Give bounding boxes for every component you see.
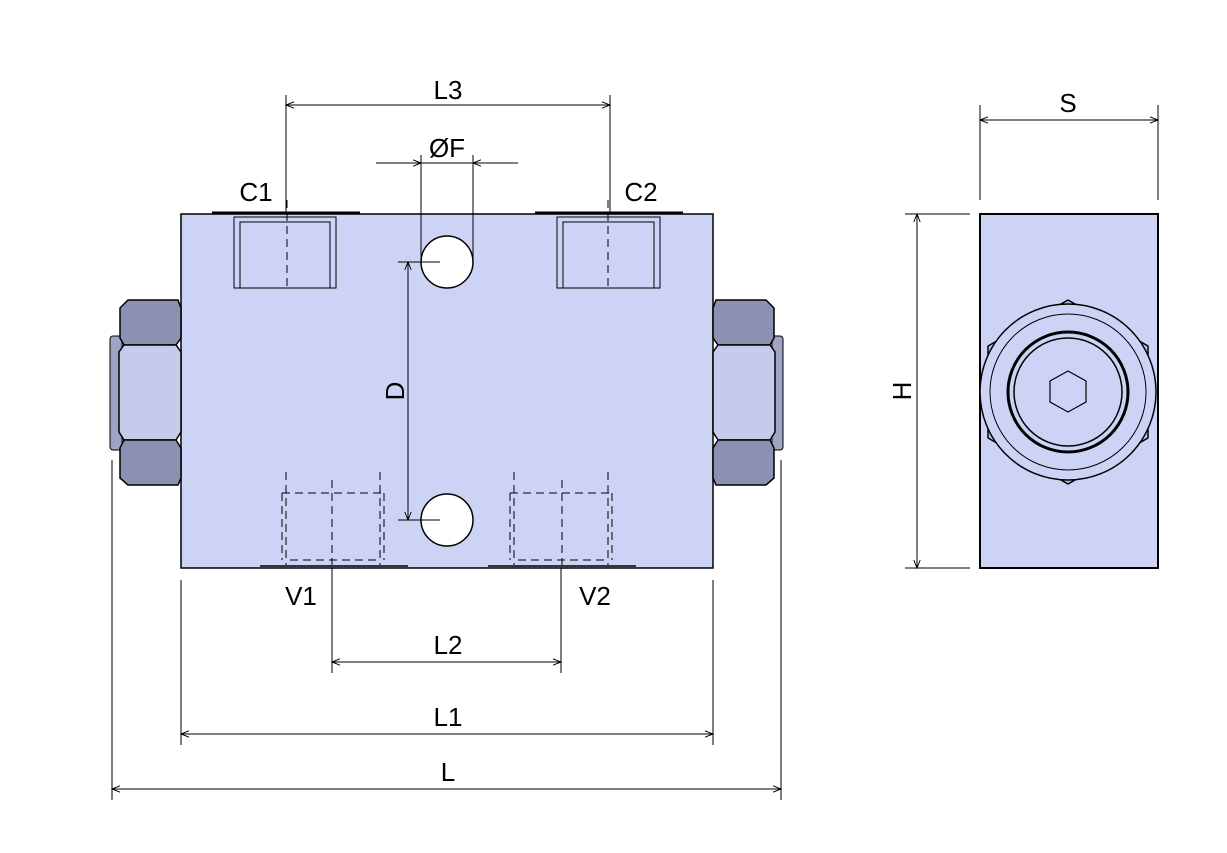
dimension-l2: L2 (330, 568, 563, 673)
label-v1: V1 (285, 581, 317, 611)
front-view (109, 200, 784, 569)
port-c2 (535, 200, 683, 290)
dimension-l: L (110, 460, 783, 800)
label-f: ØF (429, 133, 465, 163)
label-c1: C1 (239, 177, 272, 207)
label-v2: V2 (579, 581, 611, 611)
dimension-l1: L1 (179, 580, 715, 745)
hex-socket-icon (1049, 370, 1087, 413)
side-view (979, 213, 1159, 569)
label-h: H (887, 382, 917, 401)
label-l3: L3 (434, 75, 463, 105)
dimension-s: S (978, 88, 1160, 200)
dimension-d: D (380, 260, 440, 522)
label-l: L (441, 757, 455, 787)
plug-outer (1006, 330, 1130, 454)
label-s: S (1059, 88, 1076, 118)
label-c2: C2 (624, 177, 657, 207)
label-l1: L1 (434, 702, 463, 732)
port-v1 (260, 472, 408, 567)
dimension-h: H (887, 212, 970, 570)
left-nut (109, 299, 182, 486)
label-l2: L2 (434, 630, 463, 660)
label-d: D (380, 382, 410, 401)
dimension-f: ØF (376, 133, 518, 262)
port-v2 (488, 472, 636, 567)
dimension-l3: L3 (284, 75, 612, 214)
right-nut (712, 299, 784, 486)
